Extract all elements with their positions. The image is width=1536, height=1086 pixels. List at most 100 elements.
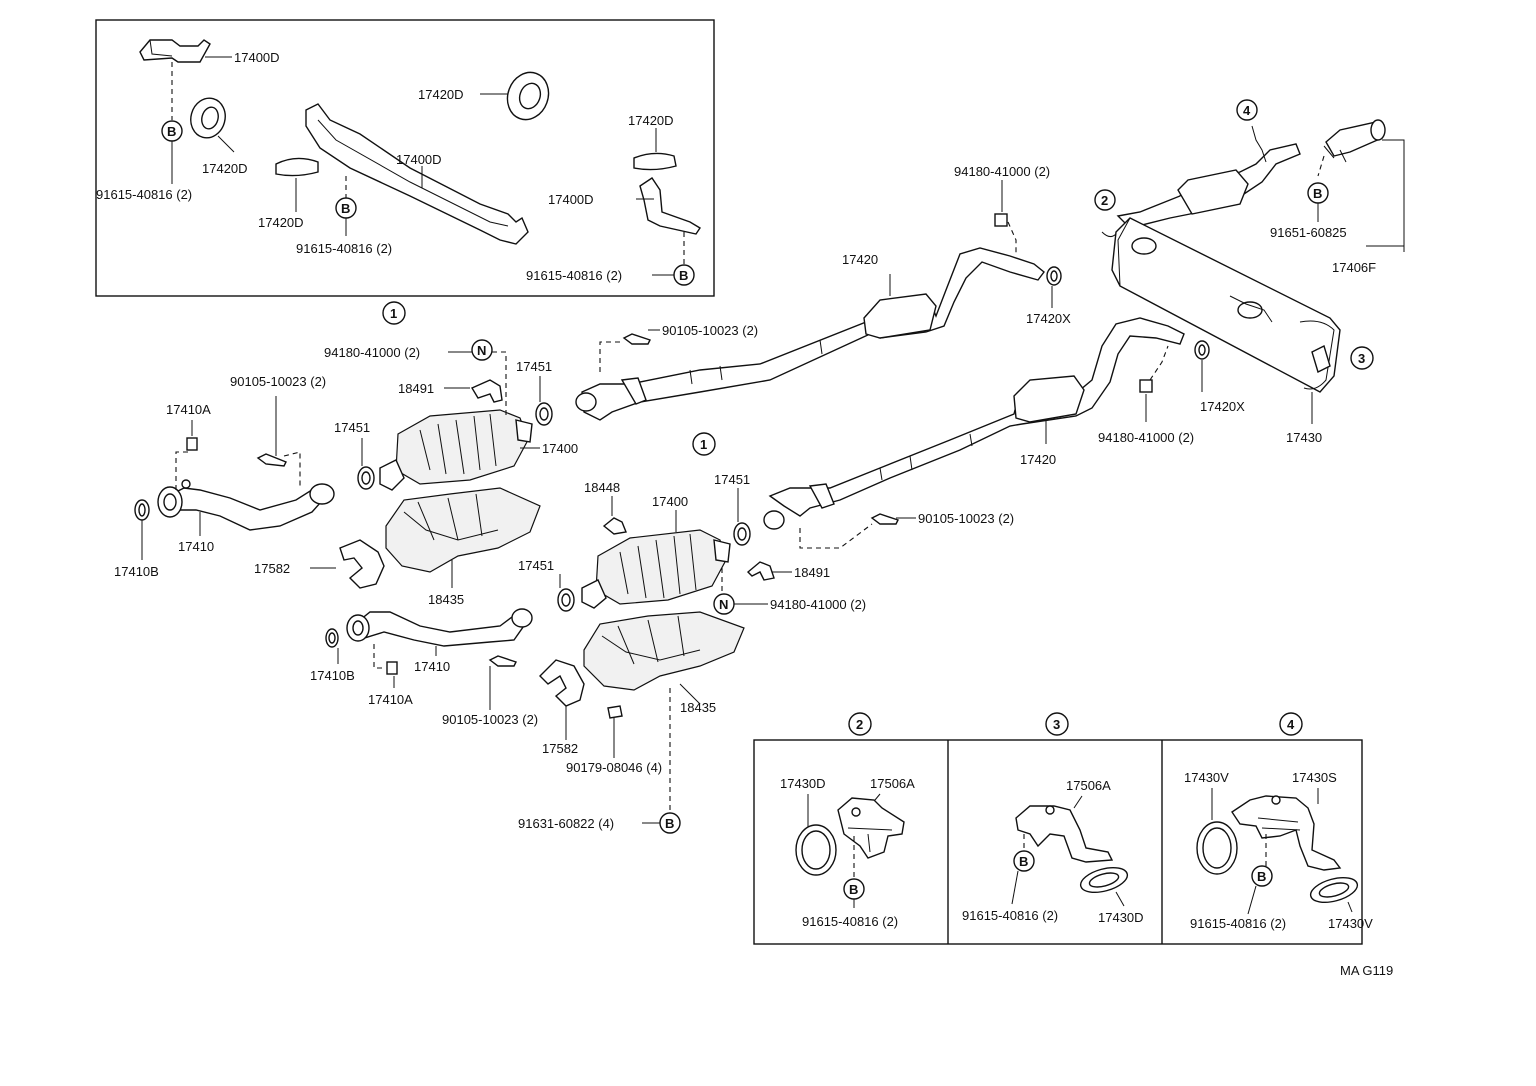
svg-text:1: 1: [700, 437, 707, 452]
diagram-id: MA G119: [1340, 963, 1393, 978]
nut-94180-lower-right: [1139, 379, 1153, 393]
svg-text:B: B: [849, 882, 858, 897]
label-d3-bolt: 91615-40816 (2): [962, 908, 1058, 923]
bolt-90105-upper-left: [256, 453, 287, 467]
gasket-17420x-lower: [1194, 340, 1210, 360]
inset-bracket-box: 17400D B 91615-40816 (2) 17420D 17420D 1…: [95, 19, 715, 297]
label-17400d-right: 17400D: [548, 192, 594, 207]
center-pipe-17420-upper: [575, 247, 1045, 421]
svg-text:B: B: [665, 816, 674, 831]
label-90105-lower-right: 90105-10023 (2): [918, 511, 1014, 526]
label-d2-bolt: 91615-40816 (2): [802, 914, 898, 929]
bracket-18448: [602, 517, 627, 535]
svg-text:1: 1: [390, 306, 397, 321]
ref-marker-4: 4: [1236, 99, 1258, 121]
gasket-17420d-a: [190, 97, 226, 139]
cushion-17420d-b: [275, 157, 319, 177]
label-90179: 90179-08046 (4): [566, 760, 662, 775]
nut-marker-n-upper: N: [471, 339, 493, 361]
cushion-17420d-d: [633, 152, 677, 171]
label-17410b-lower: 17410B: [310, 668, 355, 683]
detail-4-content: 17430V 17430S B 91615-40816 (2) 17430V: [1184, 770, 1373, 931]
front-pipe-17410-lower: [346, 608, 533, 647]
svg-text:B: B: [1257, 869, 1266, 884]
gasket-17420d-c: [506, 71, 550, 121]
gasket-17451-b: [535, 402, 553, 426]
nut-17410a-lower: [386, 661, 398, 675]
svg-text:2: 2: [856, 717, 863, 732]
catalytic-converter-17400-lower: [581, 529, 731, 609]
detail-panels: [753, 739, 1363, 945]
clamp-17582-upper: [339, 539, 385, 589]
heat-shield-18435-upper: [385, 487, 541, 573]
label-17451-b: 17451: [516, 359, 552, 374]
nut-17410a-upper: [186, 437, 198, 451]
label-17420d-a: 17420D: [202, 161, 248, 176]
ref-marker-3-detail: 3: [1045, 712, 1069, 736]
svg-text:3: 3: [1358, 351, 1365, 366]
label-bolt-91615-b: 91615-40816 (2): [296, 241, 392, 256]
label-18448: 18448: [584, 480, 620, 495]
catalytic-converter-17400-upper: [379, 409, 533, 491]
label-bolt-91615-c: 91615-40816 (2): [526, 268, 622, 283]
nut-90179: [607, 705, 623, 719]
gasket-17410b-lower: [325, 628, 339, 648]
label-17410-lower: 17410: [414, 659, 450, 674]
label-17420d-c: 17420D: [418, 87, 464, 102]
svg-text:B: B: [1019, 854, 1028, 869]
label-d4-17430v-a: 17430V: [1184, 770, 1229, 785]
label-18435-upper: 18435: [428, 592, 464, 607]
front-pipe-17410-upper: [157, 479, 335, 531]
label-17410a-upper: 17410A: [166, 402, 211, 417]
label-17451-c: 17451: [518, 558, 554, 573]
label-17410-upper: 17410: [178, 539, 214, 554]
bolt-marker-b: B: [1307, 182, 1329, 204]
svg-text:B: B: [167, 124, 176, 139]
bolt-90105-upper-right: [622, 333, 651, 345]
nut-94180-upper-right: [994, 213, 1008, 227]
svg-text:N: N: [477, 343, 486, 358]
label-94180-upper-left: 94180-41000 (2): [324, 345, 420, 360]
label-17420x-upper: 17420X: [1026, 311, 1071, 326]
svg-text:N: N: [719, 597, 728, 612]
svg-text:2: 2: [1101, 193, 1108, 208]
label-17451-d: 17451: [714, 472, 750, 487]
label-17400d-mid: 17400D: [396, 152, 442, 167]
bracket-17400d-small-top: [139, 39, 211, 63]
label-d4-17430s: 17430S: [1292, 770, 1337, 785]
gasket-17451-d: [733, 522, 751, 546]
label-17420-upper: 17420: [842, 252, 878, 267]
label-17400-lower: 17400: [652, 494, 688, 509]
label-17582-lower: 17582: [542, 741, 578, 756]
label-94180-lower-mid: 94180-41000 (2): [770, 597, 866, 612]
center-pipe-17420-lower: [763, 317, 1185, 530]
label-91631: 91631-60822 (4): [518, 816, 614, 831]
label-17400d-top: 17400D: [234, 50, 280, 65]
tail-extension-17406f: [1323, 119, 1386, 163]
svg-text:3: 3: [1053, 717, 1060, 732]
label-d3-17430d: 17430D: [1098, 910, 1144, 925]
label-17420d-b: 17420D: [258, 215, 304, 230]
svg-text:B: B: [679, 268, 688, 283]
bolt-90105-lower-right: [870, 513, 899, 525]
label-94180-lower-right: 94180-41000 (2): [1098, 430, 1194, 445]
label-bolt-91615-a: 91615-40816 (2): [96, 187, 192, 202]
bracket-18491-upper: [470, 379, 503, 403]
bolt-90105-lower-left: [488, 655, 517, 667]
svg-text:4: 4: [1287, 717, 1295, 732]
label-d2-17506a: 17506A: [870, 776, 915, 791]
label-17420d-d: 17420D: [628, 113, 674, 128]
label-18491-upper: 18491: [398, 381, 434, 396]
svg-text:B: B: [1313, 186, 1322, 201]
bolt-marker-b: B: [673, 264, 695, 286]
detail-3-content: 17506A B 91615-40816 (2) 17430D: [962, 778, 1144, 925]
label-17410b-upper: 17410B: [114, 564, 159, 579]
label-17451-a: 17451: [334, 420, 370, 435]
nut-marker-n-lower: N: [713, 593, 735, 615]
bracket-18491-lower: [746, 561, 775, 581]
gasket-17451-c: [557, 588, 575, 612]
ref-marker-2-detail: 2: [848, 712, 872, 736]
bolt-marker-b: B: [659, 812, 681, 834]
label-17430: 17430: [1286, 430, 1322, 445]
